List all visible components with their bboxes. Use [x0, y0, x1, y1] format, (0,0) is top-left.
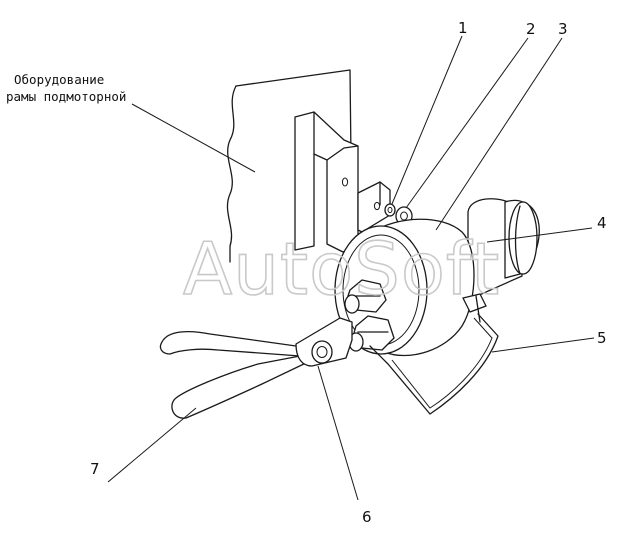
leader-caption	[131, 103, 256, 173]
leader-2	[405, 37, 529, 209]
callout-1: 1	[458, 19, 468, 37]
callout-6: 6	[362, 508, 372, 526]
terminal-nuts	[344, 279, 487, 352]
leader-6	[317, 365, 359, 501]
watermark-text: AutoSoft	[183, 227, 500, 311]
leader-4	[486, 227, 593, 243]
leader-7	[107, 407, 197, 483]
cable-with-lug	[159, 317, 353, 419]
callout-5: 5	[597, 329, 607, 347]
angle-bracket	[294, 111, 391, 253]
callout-3: 3	[558, 20, 568, 38]
leader-3	[435, 37, 563, 231]
callout-4: 4	[597, 214, 607, 232]
callout-7: 7	[90, 460, 100, 478]
leader-5	[491, 337, 595, 353]
callout-2: 2	[526, 20, 536, 38]
wire-loop	[369, 313, 499, 415]
leader-1	[391, 35, 463, 205]
caption-line-1: Оборудование	[14, 72, 104, 87]
caption-line-2: рамы подмоторной	[6, 89, 126, 104]
leader-lines	[107, 35, 595, 501]
